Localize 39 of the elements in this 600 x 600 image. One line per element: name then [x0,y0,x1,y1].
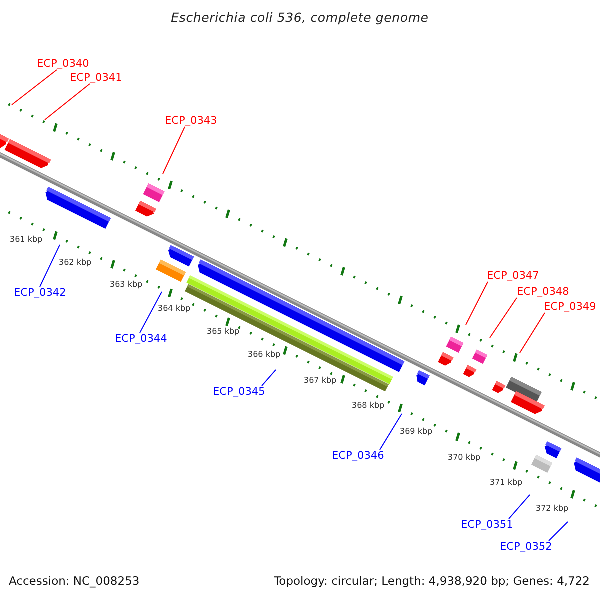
genome-stats-note: Topology: circular; Length: 4,938,920 bp; Genes: 4,722 [274,574,590,588]
leader-line [380,414,402,450]
leader-line [508,494,530,520]
position-label: 366 kbp [248,350,281,360]
position-label: 367 kbp [304,376,337,386]
leader-line [466,282,488,326]
position-label: 361 kbp [10,235,43,245]
position-label: 363 kbp [110,280,143,290]
position-label: 369 kbp [400,427,433,437]
leader-line [140,292,162,334]
position-label: 362 kbp [59,258,92,268]
gene-label: ECP_0343 [165,115,218,127]
gene-label: ECP_0342 [14,287,66,299]
gene-label: ECP_0352 [500,541,552,553]
position-label: 372 kbp [536,504,569,514]
gene-label: ECP_0351 [461,519,514,531]
gene-label: ECP_0347 [487,270,540,282]
leader-line [520,312,546,354]
leader-line [548,522,568,542]
leader-line [40,244,60,288]
leader-line [490,298,518,338]
accession-note: Accession: NC_008253 [9,574,140,588]
gene-label: ECP_0344 [115,333,168,345]
gene-label: ECP_0348 [517,286,570,298]
position-label: 371 kbp [490,478,523,488]
position-label: 368 kbp [352,401,385,411]
gene-label: ECP_0346 [332,450,384,462]
gene-label: ECP_0341 [70,72,122,84]
leader-line [12,70,58,106]
title: Escherichia coli 536, complete genome [170,9,430,27]
gene-label: ECP_0345 [213,386,266,398]
leader-line [44,84,90,120]
position-label: 365 kbp [207,327,240,337]
gene-label: ECP_0349 [544,301,596,313]
gene-label: ECP_0340 [37,58,90,70]
leader-line [262,370,276,386]
position-label: 364 kbp [158,304,191,314]
position-label: 370 kbp [448,453,481,463]
leader-line [162,126,186,174]
